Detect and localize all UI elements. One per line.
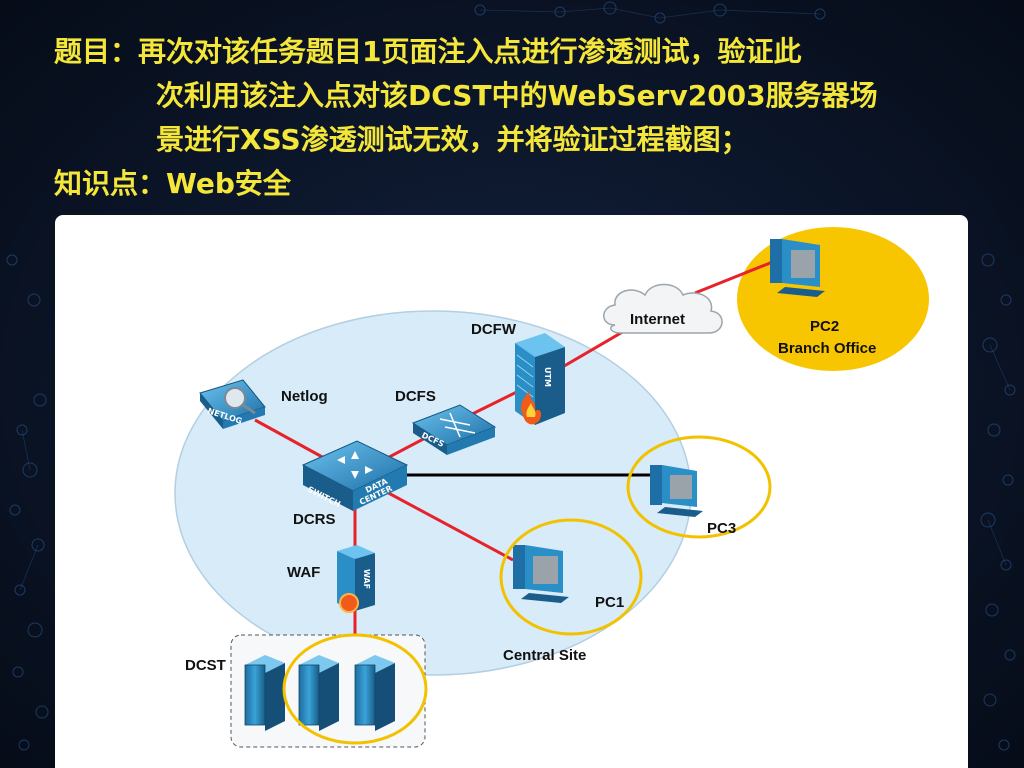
title-line-1: 题目：再次对该任务题目1页面注入点进行渗透测试，验证此 [54, 30, 1014, 74]
server-1 [244, 655, 285, 731]
title-label: 题目： [54, 35, 139, 68]
title-line-3: 景进行XSS渗透测试无效，并将验证过程截图； [156, 123, 749, 156]
pc2-label: PC2 [810, 318, 839, 335]
pc3-label: PC3 [707, 520, 736, 537]
dcrs-label: DCRS [293, 511, 336, 528]
central-site-area [174, 310, 692, 676]
title-line-2: 次利用该注入点对该DCST中的WebServ2003服务器场 [156, 79, 878, 112]
waf-device-label: WAF [362, 569, 371, 589]
magnifier-icon [224, 387, 246, 409]
dcfw-label: DCFW [471, 321, 517, 338]
network-diagram: NETLOG Netlog DCFS DCFS UTM [174, 227, 929, 748]
dcfs-label: DCFS [395, 388, 436, 405]
waf-device: WAF [337, 545, 375, 613]
knowledge-line: 知识点：Web安全 [54, 162, 1014, 206]
slide-title: 题目：再次对该任务题目1页面注入点进行渗透测试，验证此 次利用该注入点对该DCS… [54, 30, 1014, 206]
pc2-computer [770, 239, 825, 297]
knowledge-label: 知识点： [54, 167, 167, 200]
pc1-label: PC1 [595, 594, 624, 611]
title-text-1: 再次对该任务题目1页面注入点进行渗透测试，验证此 [138, 35, 802, 68]
branch-office-label: Branch Office [778, 340, 876, 357]
dcfw-utm-device: UTM [515, 333, 565, 425]
pc3-computer [650, 465, 703, 517]
utm-device-label: UTM [543, 367, 552, 387]
knowledge-value: Web安全 [166, 167, 291, 200]
server-2 [298, 655, 339, 731]
server-3 [354, 655, 395, 731]
diagram-panel: NETLOG Netlog DCFS DCFS UTM [55, 215, 968, 768]
waf-label: WAF [287, 564, 320, 581]
pc1-highlight-ring [499, 518, 643, 636]
pc1-computer [513, 545, 569, 603]
central-site-label: Central Site [503, 647, 586, 664]
server-highlight-ring [282, 633, 428, 745]
dcst-label: DCST [185, 657, 226, 674]
shield-fire-icon [339, 593, 359, 613]
pc3-highlight-ring [626, 435, 772, 539]
netlog-label: Netlog [281, 388, 328, 405]
internet-cloud: Internet [603, 283, 723, 334]
internet-label: Internet [630, 311, 685, 328]
